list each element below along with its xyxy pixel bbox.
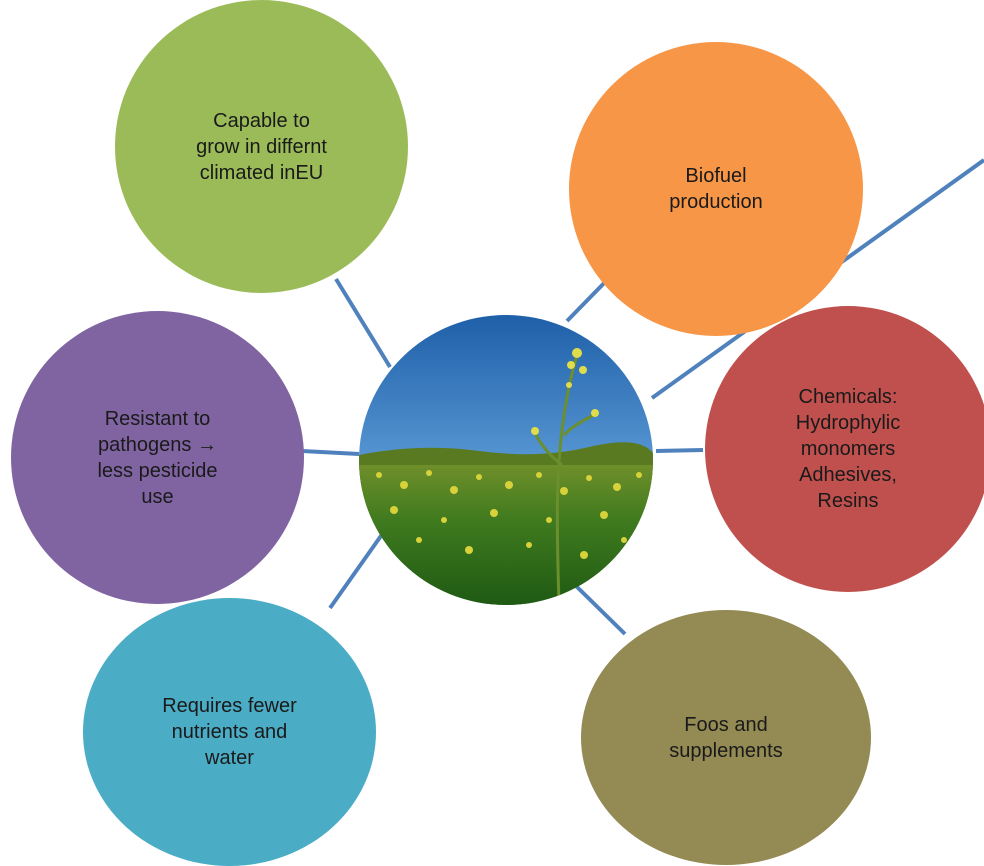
hub-field-image xyxy=(359,315,653,605)
connector-chemicals xyxy=(655,448,704,453)
node-foods-supplements: Foos and supplements xyxy=(581,610,871,865)
connector-climate xyxy=(334,277,392,369)
node-climate-text: Capable to grow in differnt climated inE… xyxy=(196,109,327,184)
node-nutrients-text: Requires fewer nutrients and water xyxy=(162,695,297,769)
node-foods-text: Foos and supplements xyxy=(669,713,783,762)
node-chemicals-text: Chemicals: Hydrophylic monomers Adhesive… xyxy=(795,386,901,512)
node-biofuel-text: Biofuel production xyxy=(669,165,763,213)
connector-foods xyxy=(571,581,627,636)
node-pathogens-text: Resistant to pathogens → less pesticide … xyxy=(97,407,218,508)
connector-nutrients xyxy=(328,531,385,610)
node-pathogen-resistance: Resistant to pathogens → less pesticide … xyxy=(11,311,304,604)
node-climate-adaptability: Capable to grow in differnt climated inE… xyxy=(115,0,408,293)
node-biofuel: Biofuel production xyxy=(569,42,863,336)
connector-pathogens xyxy=(301,449,360,456)
node-chemicals: Chemicals: Hydrophylic monomers Adhesive… xyxy=(705,306,984,592)
node-fewer-nutrients: Requires fewer nutrients and water xyxy=(83,598,376,866)
